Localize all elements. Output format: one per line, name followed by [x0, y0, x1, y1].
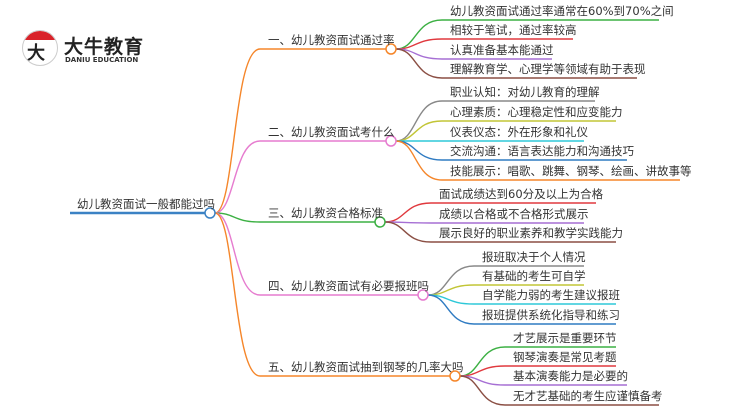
leaf-node[interactable]: 技能展示：唱歌、跳舞、钢琴、绘画、讲故事等 [450, 164, 692, 178]
leaf-node[interactable]: 职业认知：对幼儿教育的理解 [450, 85, 600, 99]
leaf-connector [384, 221, 432, 243]
leaf-node[interactable]: 仪表仪态：外在形象和礼仪 [450, 125, 588, 139]
branch-connector [214, 212, 261, 296]
leaf-node[interactable]: 成绩以合格或不合格形式展示 [439, 207, 589, 221]
branch-node[interactable]: 四、幼儿教资面试有必要报班吗 [268, 279, 429, 293]
logo-subtitle: DANIU EDUCATION [65, 56, 139, 64]
leaf-node[interactable]: 报班取决于个人情况 [482, 250, 586, 264]
leaf-node[interactable]: 基本演奏能力是必要的 [513, 369, 628, 383]
leaf-node[interactable]: 展示良好的职业素养和教学实践能力 [439, 226, 623, 240]
leaf-node[interactable]: 报班提供系统化指导和练习 [482, 308, 620, 322]
leaf-node[interactable]: 认真准备基本能通过 [450, 43, 554, 57]
branch-node[interactable]: 五、幼儿教资面试抽到钢琴的几率大吗 [268, 360, 464, 374]
leaf-node[interactable]: 相较于笔试，通过率较高 [450, 23, 577, 37]
leaf-node[interactable]: 交流沟通：语言表达能力和沟通技巧 [450, 144, 634, 158]
branch-connector [214, 140, 261, 214]
leaf-node[interactable]: 心理素质：心理稳定性和应变能力 [450, 105, 623, 119]
leaf-connector [395, 19, 443, 50]
leaf-node[interactable]: 无才艺基础的考生应谨慎备考 [513, 389, 663, 403]
leaf-connector [395, 48, 443, 79]
branch-collapse-toggle[interactable] [385, 135, 397, 147]
leaf-node[interactable]: 理解教育学、心理学等领域有助于表现 [450, 62, 646, 76]
leaf-connector [384, 202, 432, 223]
root-node[interactable]: 幼儿教资面试一般都能过吗 [77, 197, 215, 211]
branch-connector [214, 48, 261, 214]
leaf-node[interactable]: 才艺展示是重要环节 [513, 331, 617, 345]
branch-node[interactable]: 一、幼儿教资面试通过率 [268, 33, 395, 47]
branch-collapse-toggle[interactable] [417, 289, 429, 301]
leaf-connector [427, 265, 475, 296]
branch-node[interactable]: 三、幼儿教资合格标准 [268, 206, 383, 220]
leaf-connector [395, 140, 443, 181]
leaf-node[interactable]: 钢琴演奏是常见考题 [513, 350, 617, 364]
branch-collapse-toggle[interactable] [374, 216, 386, 228]
leaf-connector [395, 120, 443, 142]
leaf-connector [459, 346, 506, 377]
branch-connector [214, 212, 261, 223]
branch-collapse-toggle[interactable] [385, 43, 397, 55]
branch-node[interactable]: 二、幼儿教资面试考什么 [268, 125, 395, 139]
branch-connector [214, 212, 261, 377]
branch-collapse-toggle[interactable] [449, 370, 461, 382]
leaf-connector [395, 140, 443, 161]
logo-name: 大牛教育 [64, 36, 145, 58]
logo-mark: 大 [22, 30, 58, 66]
leaf-node[interactable]: 幼儿教资面试通过率通常在60%到70%之间 [450, 4, 674, 18]
logo: 大 大牛教育 DANIU EDUCATION [22, 28, 162, 70]
root-collapse-toggle[interactable] [204, 207, 216, 219]
leaf-node[interactable]: 面试成绩达到60分及以上为合格 [439, 187, 604, 201]
leaf-connector [459, 375, 506, 406]
leaf-node[interactable]: 自学能力弱的考生建议报班 [482, 288, 620, 302]
leaf-node[interactable]: 有基础的考生可自学 [482, 269, 586, 283]
leaf-connector [427, 294, 475, 325]
